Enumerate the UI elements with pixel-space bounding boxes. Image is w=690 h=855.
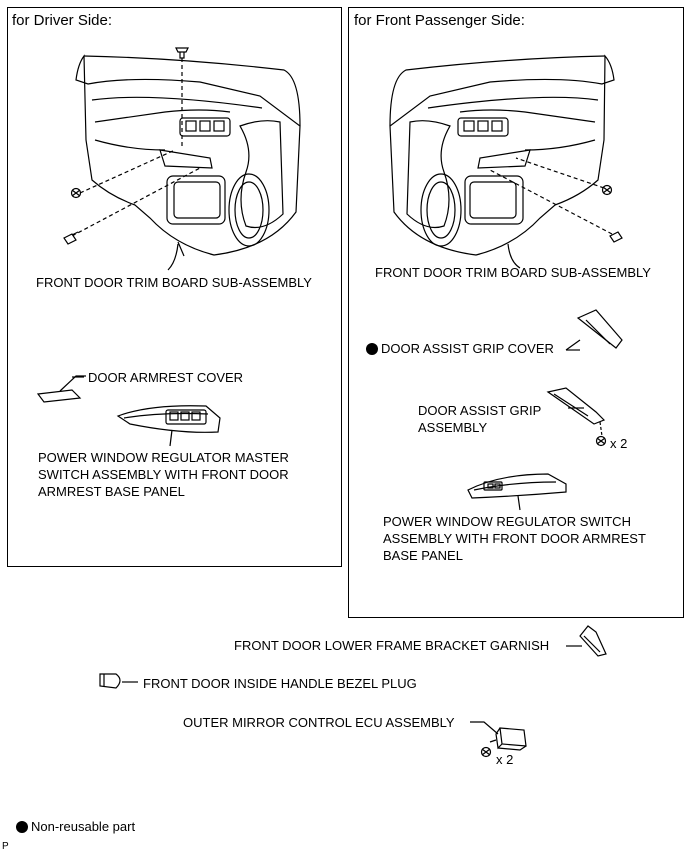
mirror-ecu-qty: x 2 <box>496 752 514 767</box>
driver-trim-board-label: FRONT DOOR TRIM BOARD SUB-ASSEMBLY <box>36 275 312 290</box>
master-switch-label-line-1: POWER WINDOW REGULATOR MASTER <box>38 450 289 465</box>
master-switch-label-line-3: ARMREST BASE PANEL <box>38 484 185 499</box>
screw-icon <box>480 746 492 758</box>
bracket-garnish-label: FRONT DOOR LOWER FRAME BRACKET GARNISH <box>234 638 550 653</box>
corner-mark: P <box>2 841 9 852</box>
legend-non-reusable: Non-reusable part <box>16 818 135 835</box>
screw-icon <box>63 231 79 245</box>
master-switch-part <box>116 405 221 447</box>
grip-qty: x 2 <box>610 436 628 451</box>
driver-side-header: for Driver Side: <box>12 12 113 29</box>
mirror-ecu-part <box>470 721 527 751</box>
master-switch-label-line-2: SWITCH ASSEMBLY WITH FRONT DOOR <box>38 467 289 482</box>
screw-icon <box>609 231 623 243</box>
driver-door-trim-board <box>75 54 301 257</box>
passenger-side-panel <box>348 7 684 618</box>
passenger-door-trim-board <box>389 54 615 256</box>
passenger-switch-part <box>467 473 567 511</box>
legend-non-reusable-text: Non-reusable part <box>31 819 136 834</box>
screw-icon <box>601 184 613 196</box>
driver-fastener-leaders <box>71 58 201 237</box>
bezel-plug-label: FRONT DOOR INSIDE HANDLE BEZEL PLUG <box>143 676 417 691</box>
bracket-garnish-part <box>566 625 607 657</box>
passenger-switch-label-line-2: ASSEMBLY WITH FRONT DOOR ARMREST <box>383 531 646 546</box>
grip-cover-label: DOOR ASSIST GRIP COVER <box>366 340 554 357</box>
clip-icon <box>175 47 189 59</box>
non-reusable-dot-icon <box>366 343 378 355</box>
grip-cover-label-text: DOOR ASSIST GRIP COVER <box>381 341 554 356</box>
door-armrest-cover-label: DOOR ARMREST COVER <box>88 370 244 385</box>
door-assist-grip-part <box>546 387 606 437</box>
screw-icon <box>595 435 607 447</box>
grip-label-line-2: ASSEMBLY <box>418 420 488 435</box>
passenger-fastener-leaders <box>489 157 613 235</box>
door-armrest-cover-part <box>36 375 86 403</box>
passenger-switch-label-line-3: BASE PANEL <box>383 548 463 563</box>
passenger-trim-board-label: FRONT DOOR TRIM BOARD SUB-ASSEMBLY <box>375 265 651 280</box>
door-assist-grip-cover-part <box>565 309 623 351</box>
driver-side-panel <box>7 7 342 567</box>
mirror-ecu-label: OUTER MIRROR CONTROL ECU ASSEMBLY <box>183 715 455 730</box>
non-reusable-dot-icon <box>16 821 28 833</box>
grip-label-line-1: DOOR ASSIST GRIP <box>418 403 542 418</box>
passenger-side-header: for Front Passenger Side: <box>354 12 525 29</box>
passenger-switch-label-line-1: POWER WINDOW REGULATOR SWITCH <box>383 514 631 529</box>
screw-icon <box>70 187 82 199</box>
bezel-plug-part <box>99 673 138 689</box>
